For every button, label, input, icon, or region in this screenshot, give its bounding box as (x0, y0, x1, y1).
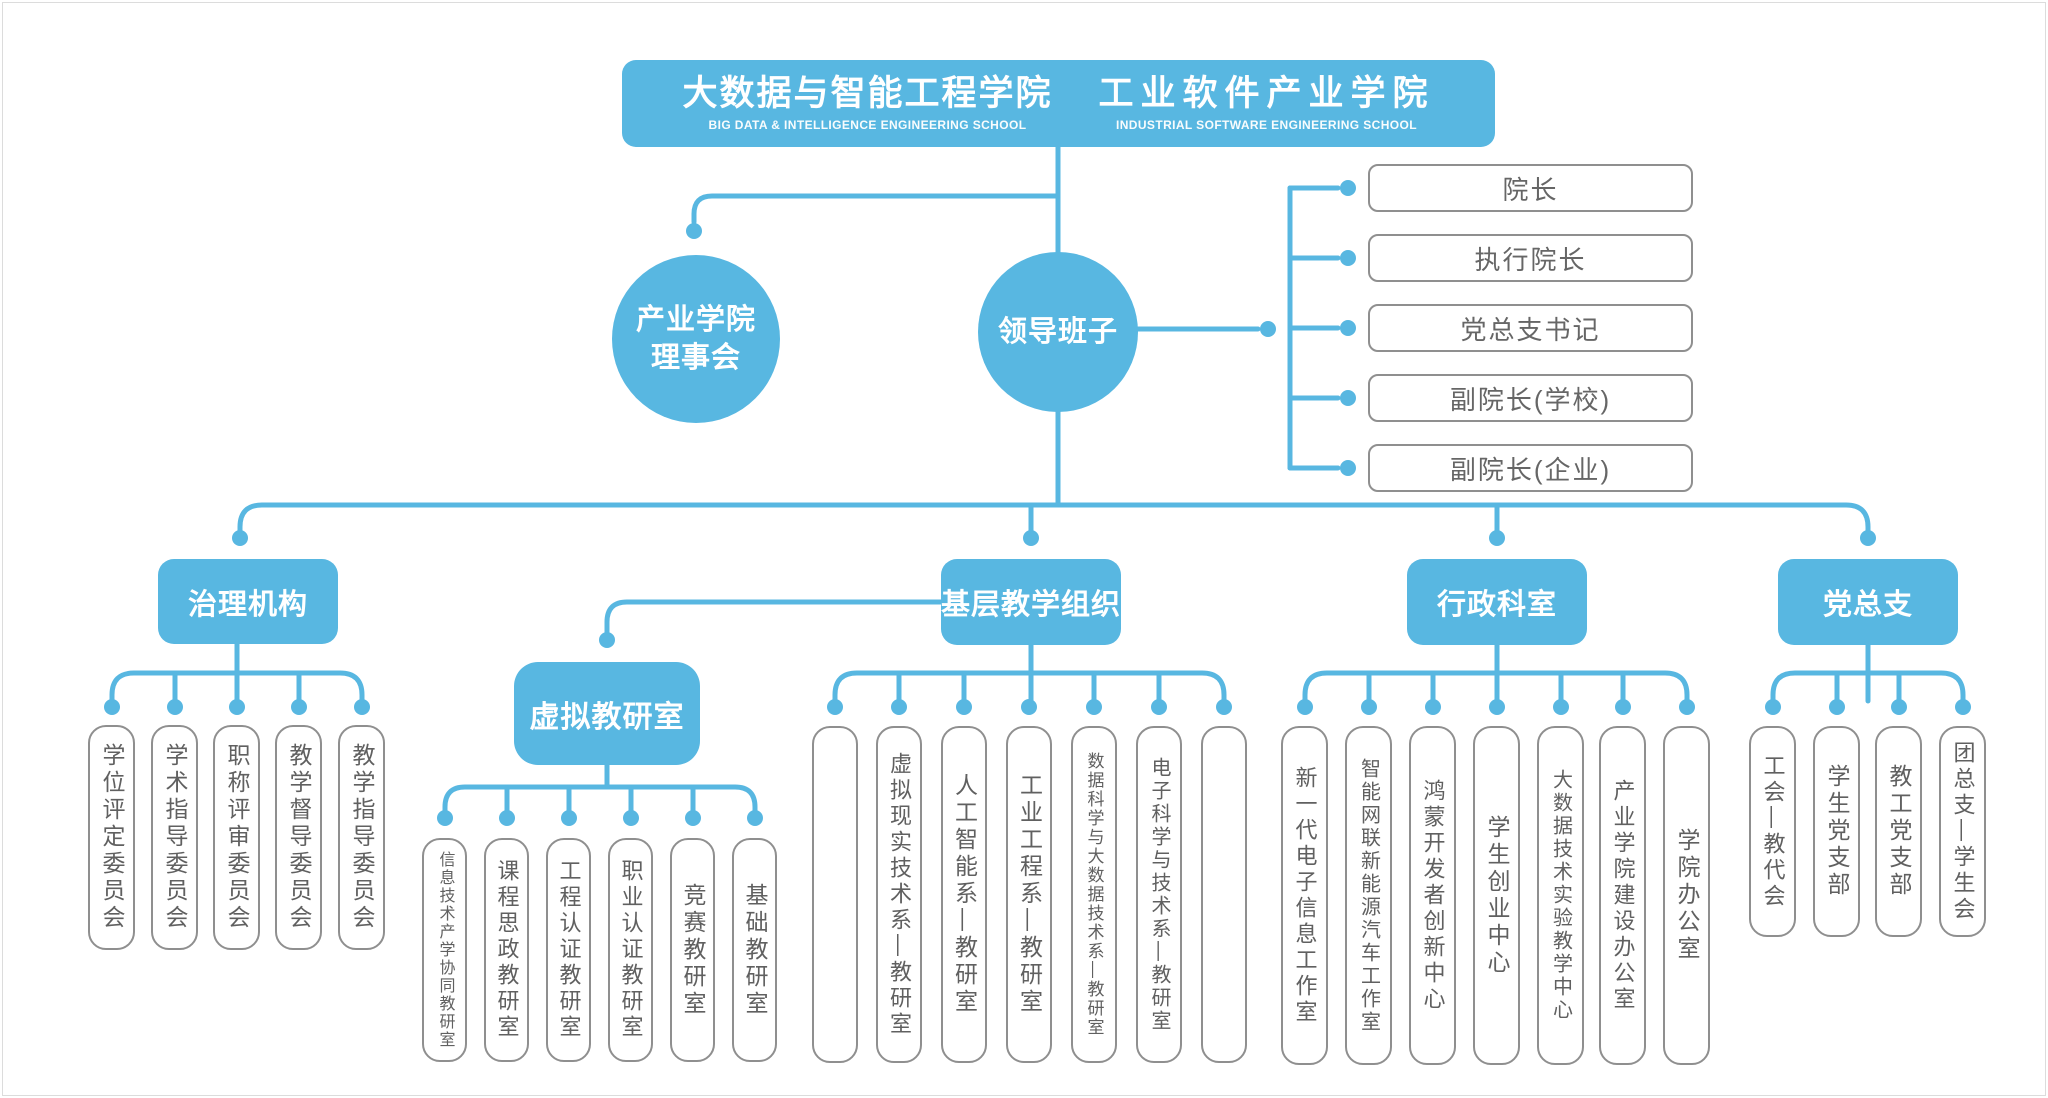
department-box: 数据科学与大数据技术系—教研室 (1071, 726, 1117, 1063)
party-box: 团总支—学生会 (1939, 726, 1986, 937)
role-box-executive-dean: 执行院长 (1368, 234, 1693, 282)
school2-title: 工业软件产业学院 (1098, 73, 1435, 113)
department-box (1201, 726, 1247, 1063)
school2-subtitle: INDUSTRIAL SOFTWARE ENGINEERING SCHOOL (1116, 118, 1417, 133)
branch-teaching: 基层教学组织 (941, 559, 1121, 645)
admin-box: 产业学院建设办公室 (1599, 726, 1646, 1065)
admin-box: 学院办公室 (1663, 726, 1710, 1065)
committee-box: 教学督导委员会 (275, 725, 322, 950)
party-box: 工会—教代会 (1749, 726, 1796, 937)
admin-box: 学生创业中心 (1473, 726, 1520, 1065)
virtual-child-box: 竞赛教研室 (670, 838, 715, 1062)
party-box: 学生党支部 (1813, 726, 1860, 937)
party-box: 教工党支部 (1875, 726, 1922, 937)
virtual-office-box: 虚拟教研室 (514, 662, 700, 765)
role-box-party-secretary: 党总支书记 (1368, 304, 1693, 352)
school2-header-group: 工业软件产业学院 INDUSTRIAL SOFTWARE ENGINEERING… (1098, 73, 1435, 133)
department-box: 人工智能系—教研室 (941, 726, 987, 1063)
committee-box: 教学指导委员会 (338, 725, 385, 950)
industry-council-line1: 产业学院 (635, 303, 756, 336)
department-box: 工业工程系—教研室 (1006, 726, 1052, 1063)
committee-box: 职称评审委员会 (213, 725, 260, 950)
branch-party: 党总支 (1778, 559, 1958, 645)
virtual-child-box: 职业认证教研室 (608, 838, 653, 1062)
virtual-child-box: 信息技术产学协同教研室 (422, 838, 467, 1062)
virtual-child-box: 课程思政教研室 (484, 838, 529, 1062)
industry-council-line2: 理事会 (650, 342, 741, 374)
leadership-team-circle: 领导班子 (978, 252, 1138, 412)
role-box-vice-dean-school: 副院长(学校) (1368, 374, 1693, 422)
department-box (812, 726, 858, 1063)
branch-governance: 治理机构 (158, 559, 338, 644)
role-box-dean: 院长 (1368, 164, 1693, 212)
school1-title: 大数据与智能工程学院 (682, 73, 1053, 113)
admin-box: 大数据技术实验教学中心 (1537, 726, 1584, 1065)
committee-box: 学术指导委员会 (151, 725, 198, 950)
admin-box: 智能网联新能源汽车工作室 (1345, 726, 1392, 1065)
virtual-child-box: 工程认证教研室 (546, 838, 591, 1062)
school1-subtitle: BIG DATA & INTELLIGENCE ENGINEERING SCHO… (708, 118, 1027, 133)
department-box: 电子科学与技术系—教研室 (1136, 726, 1182, 1063)
connector-dots (104, 180, 1971, 826)
role-box-vice-dean-enterprise: 副院长(企业) (1368, 444, 1693, 492)
branch-admin: 行政科室 (1407, 559, 1587, 645)
virtual-child-box: 基础教研室 (732, 838, 777, 1062)
committee-box: 学位评定委员会 (88, 725, 135, 950)
school-header: 大数据与智能工程学院 BIG DATA & INTELLIGENCE ENGIN… (622, 60, 1495, 147)
admin-box: 新一代电子信息工作室 (1281, 726, 1328, 1065)
industry-council-circle: 产业学院 理事会 (612, 255, 780, 423)
department-box: 虚拟现实技术系—教研室 (876, 726, 922, 1063)
school1-header-group: 大数据与智能工程学院 BIG DATA & INTELLIGENCE ENGIN… (682, 73, 1053, 133)
admin-box: 鸿蒙开发者创新中心 (1409, 726, 1456, 1065)
